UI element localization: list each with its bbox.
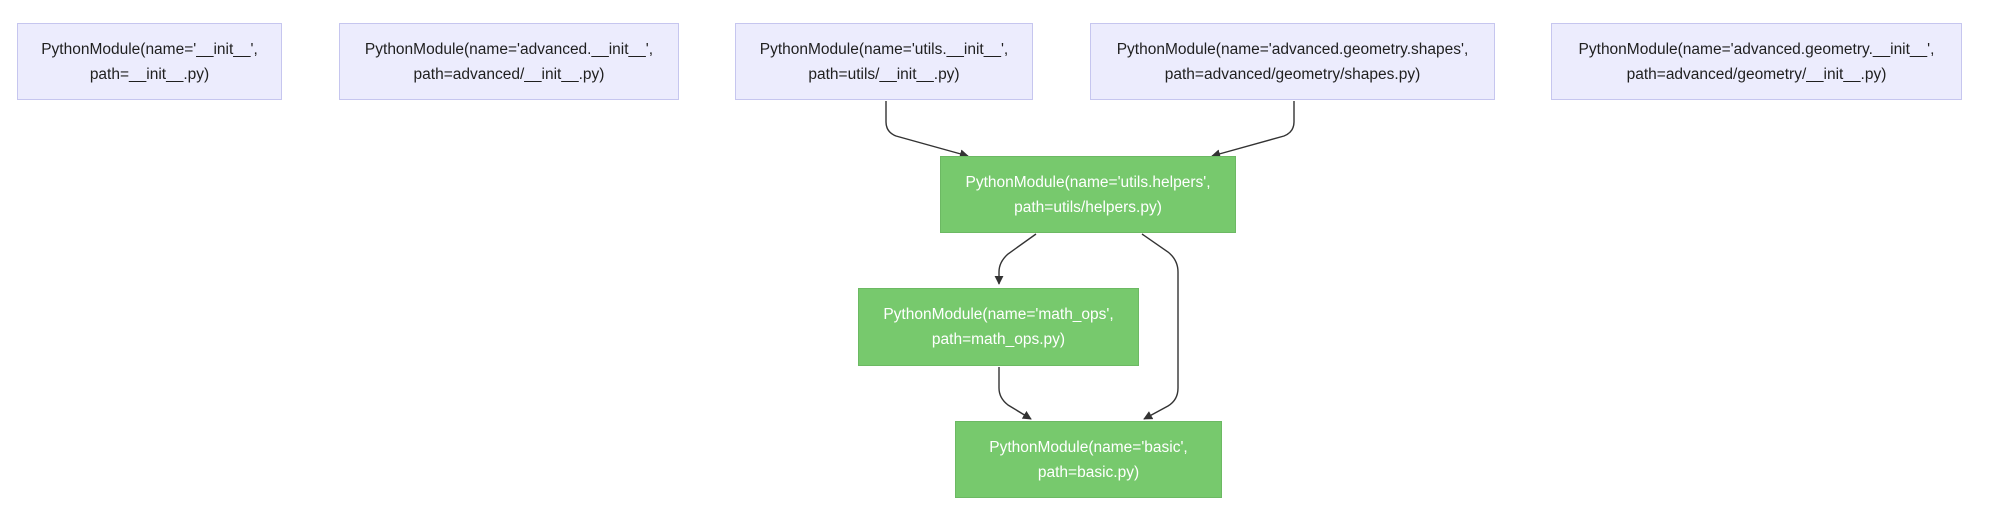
- module-node-init: PythonModule(name='__init__', path=__ini…: [17, 23, 282, 100]
- module-node-label: PythonModule(name='__init__', path=__ini…: [41, 40, 258, 83]
- module-node-label: PythonModule(name='basic', path=basic.py…: [989, 438, 1188, 481]
- edge-helpers-to-basic: [1141, 233, 1179, 420]
- edge-shapes-to-helpers: [1211, 101, 1295, 159]
- module-node-geometry-shapes: PythonModule(name='advanced.geometry.sha…: [1090, 23, 1495, 100]
- module-node-label: PythonModule(name='math_ops', path=math_…: [883, 306, 1114, 348]
- module-node-label: PythonModule(name='advanced.__init__', p…: [364, 40, 654, 83]
- module-node-utils-helpers: PythonModule(name='utils.helpers', path=…: [940, 156, 1236, 233]
- module-node-label: PythonModule(name='advanced.geometry.__i…: [1578, 40, 1935, 83]
- edge-utils-init-to-helpers: [885, 101, 969, 159]
- module-node-basic: PythonModule(name='basic', path=basic.py…: [955, 421, 1222, 498]
- module-node-geometry-init: PythonModule(name='advanced.geometry.__i…: [1551, 23, 1962, 100]
- module-node-utils-init: PythonModule(name='utils.__init__', path…: [735, 23, 1033, 100]
- edge-helpers-to-math-ops: [994, 233, 1037, 285]
- module-node-label: PythonModule(name='utils.__init__', path…: [759, 40, 1009, 83]
- module-node-label: PythonModule(name='advanced.geometry.sha…: [1116, 40, 1469, 83]
- module-node-label: PythonModule(name='utils.helpers', path=…: [965, 173, 1211, 216]
- module-node-math-ops: PythonModule(name='math_ops', path=math_…: [858, 288, 1139, 366]
- module-node-advanced-init: PythonModule(name='advanced.__init__', p…: [339, 23, 679, 100]
- edge-math-ops-to-basic: [998, 367, 1032, 420]
